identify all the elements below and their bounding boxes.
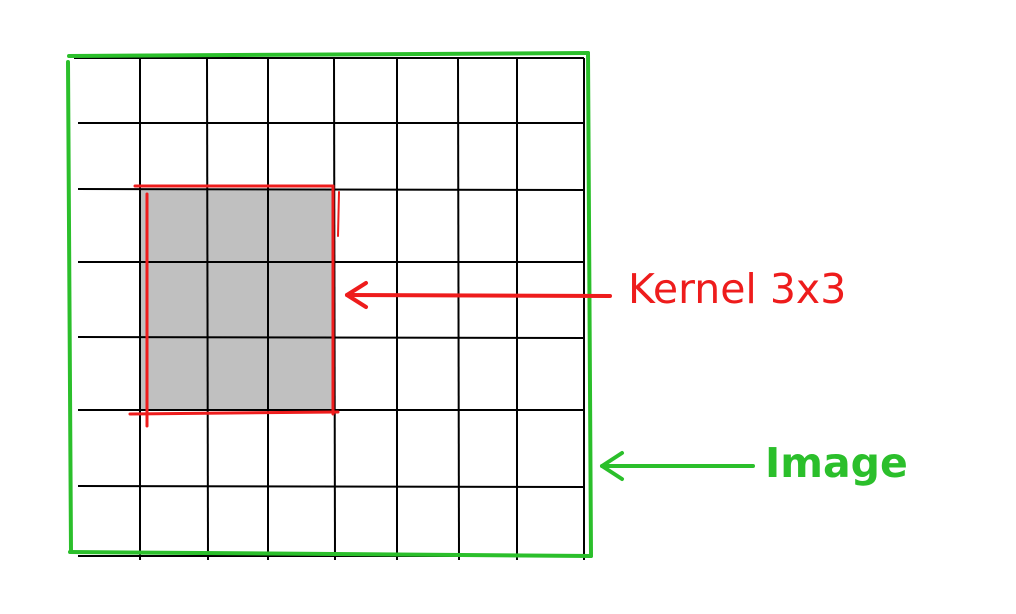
- image-outline-right: [586, 51, 593, 558]
- kernel-outline: [128, 184, 340, 428]
- kernel-outline-right-stroke2: [337, 191, 340, 237]
- grid-vertical-line: [206, 57, 209, 561]
- grid-horizontal-line: [77, 485, 585, 488]
- image-pointer-arrow: [600, 451, 755, 481]
- image-arrowhead: [600, 451, 624, 481]
- image-outline-bottom: [68, 550, 593, 558]
- image-outline-top: [67, 51, 590, 58]
- image-outline-left: [66, 60, 73, 554]
- kernel-label: Kernel 3x3: [628, 265, 846, 313]
- grid-vertical-line: [457, 57, 460, 561]
- grid-horizontal-line: [77, 188, 585, 191]
- image-label: Image: [765, 439, 908, 487]
- image-outline: [66, 51, 593, 558]
- kernel-arrow-shaft: [345, 293, 612, 298]
- kernel-pointer-arrow: [345, 281, 612, 309]
- grid-horizontal-line: [77, 336, 585, 339]
- kernel-fill-layer: [140, 189, 334, 410]
- kernel-outline-bottom: [128, 410, 340, 416]
- kernel-shaded-region: [140, 189, 334, 410]
- kernel-arrowhead: [345, 281, 368, 309]
